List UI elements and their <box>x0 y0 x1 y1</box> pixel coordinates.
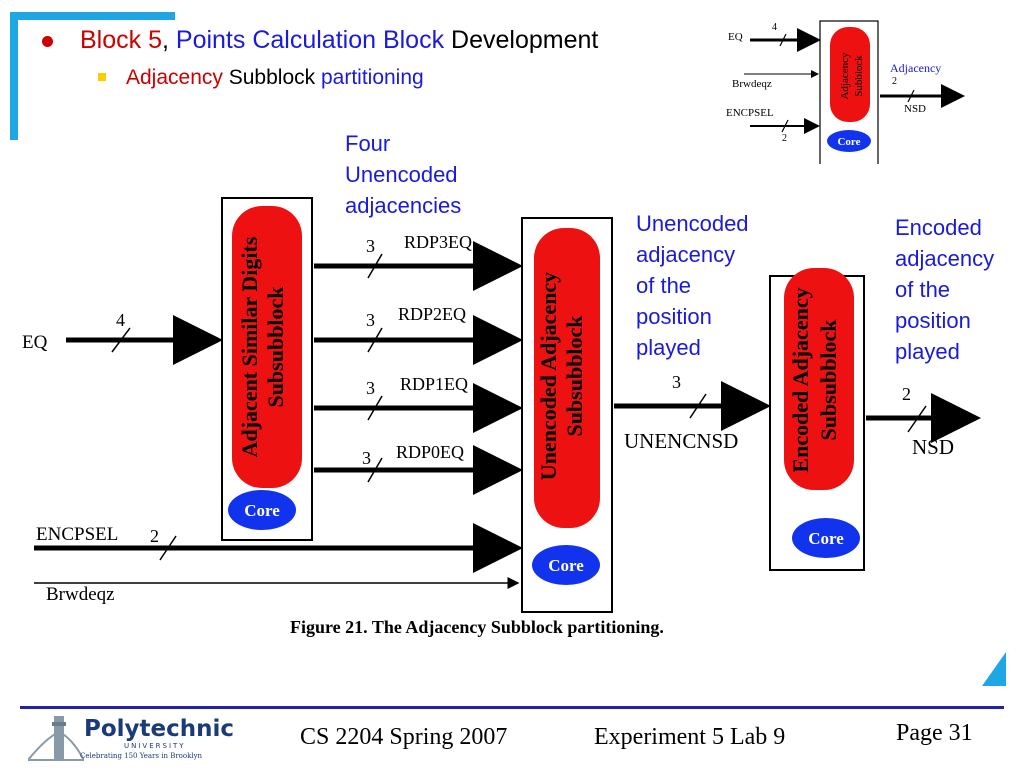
signal-encpsel-width: 2 <box>150 526 159 546</box>
block1-core-label: Core <box>244 501 280 520</box>
heading-sep: , <box>161 26 169 54</box>
signal-rdp1eq-label: RDP1EQ <box>400 374 468 394</box>
mini-nsd-tick <box>907 89 915 103</box>
polytechnic-logo: Polytechnic <box>84 716 235 742</box>
mini-encpsel-width: 2 <box>782 133 787 144</box>
block2-label-line1: Unencoded Adjacency <box>536 272 561 480</box>
mini-nsd-width: 2 <box>892 76 897 87</box>
mini-eq-width: 4 <box>772 22 777 33</box>
mini-encpsel-label: ENCPSEL <box>726 107 774 119</box>
signal-nsd-width: 2 <box>902 384 911 404</box>
mini-box-label-2: Subblock <box>853 55 865 97</box>
signal-rdp2eq-tick <box>367 327 383 353</box>
signal-nsd-label: NSD <box>912 435 954 459</box>
sub-bullet-square <box>98 73 106 81</box>
signal-unencnsd-label: UNENCNSD <box>624 429 738 453</box>
block3-red-pill <box>784 268 854 490</box>
mini-nsd-label: NSD <box>904 103 926 115</box>
signal-rdp0eq-label: RDP0EQ <box>396 442 464 462</box>
signal-rdp1eq-tick <box>367 395 383 421</box>
signal-rdp1eq-width: 3 <box>366 378 375 398</box>
block1-core-ellipse <box>228 490 296 530</box>
mini-red-pill <box>830 27 870 122</box>
slide-heading: Block 5, Points Calculation Block Develo… <box>80 26 598 55</box>
mini-core-ellipse <box>827 130 871 152</box>
block1-label-line2: Subsubblock <box>263 286 288 408</box>
subheading-part-1: Adjacency <box>126 66 223 89</box>
bullet-dot <box>42 36 53 47</box>
signal-eq-tick <box>111 327 131 353</box>
block3-label-line2: Subsubblock <box>816 319 841 441</box>
polytechnic-tagline: Celebrating 150 Years in Brooklyn <box>80 752 203 760</box>
signal-encpsel-tick <box>159 535 177 561</box>
mini-encpsel-tick <box>781 119 789 133</box>
signal-rdp3eq-width: 3 <box>366 236 375 256</box>
subheading-part-3: partitioning <box>320 66 424 89</box>
footer-divider <box>20 706 1004 709</box>
corner-accent-vertical <box>10 12 18 140</box>
note-unencoded-adjacency: Unencoded adjacency of the position play… <box>636 211 749 360</box>
block2-red-pill <box>534 228 600 528</box>
signal-rdp3eq-tick <box>367 253 383 279</box>
signal-eq-width: 4 <box>116 310 125 330</box>
mini-eq-label: EQ <box>728 31 743 43</box>
footer-course: CS 2204 Spring 2007 <box>300 724 508 750</box>
mini-core-label: Core <box>837 136 860 148</box>
bridge-logo-icon <box>28 716 84 761</box>
signal-encpsel-label: ENCPSEL <box>36 524 118 545</box>
block3-core-ellipse <box>792 518 860 558</box>
block1-label-line1: Adjacent Similar Digits <box>237 236 262 457</box>
signal-rdp2eq-label: RDP2EQ <box>398 304 466 324</box>
block2-label-line2: Subsubblock <box>562 315 587 437</box>
block3-label-line1: Encoded Adjacency <box>788 287 813 472</box>
footer-page-number: Page 31 <box>896 720 973 746</box>
block1-red-pill <box>232 206 302 488</box>
signal-eq-label: EQ <box>22 332 48 353</box>
polytechnic-logo-sub: UNIVERSITY <box>124 742 186 750</box>
note-encoded-adjacency: Encoded adjacency of the position played <box>895 215 995 364</box>
signal-unencnsd-width: 3 <box>672 372 681 392</box>
mini-box-label-line1: Adjacency <box>839 52 851 100</box>
signal-nsd-tick <box>907 405 927 433</box>
mini-nsd-caption: Adjacency <box>890 61 941 75</box>
mini-adjacency-diagram: Adjacency Subblock Core EQ 4 Brwdeqz ENC… <box>726 20 965 164</box>
heading-part-3: Development <box>451 26 599 54</box>
block3-core-label: Core <box>808 529 844 548</box>
corner-triangle <box>982 652 1006 686</box>
heading-part-2: Points Calculation Block <box>175 26 445 54</box>
figure-caption: Figure 21. The Adjacency Subblock partit… <box>290 617 664 637</box>
block2-core-ellipse <box>532 545 600 585</box>
adjacency-block-diagram: Adjacent Similar Digits Subsubblock Core… <box>22 197 981 637</box>
signal-rdp3eq-label: RDP3EQ <box>404 232 472 252</box>
signal-rdp0eq-tick <box>367 457 383 483</box>
mini-eq-tick <box>779 33 787 47</box>
note-four-unencoded: Four Unencoded adjacencies <box>345 131 462 218</box>
footer-experiment: Experiment 5 Lab 9 <box>594 724 786 750</box>
subheading-part-2: Subblock <box>228 66 316 89</box>
corner-accent-horizontal <box>10 12 175 20</box>
signal-brwdeqz-label: Brwdeqz <box>46 584 115 605</box>
signal-rdp2eq-width: 3 <box>366 310 375 330</box>
mini-box-label-line2: Subblock <box>853 55 865 97</box>
signal-unencnsd-tick <box>689 393 707 419</box>
block2-core-label: Core <box>548 556 584 575</box>
mini-brwdeqz-label: Brwdeqz <box>732 78 772 90</box>
slide-subheading: Adjacency Subblock partitioning <box>126 66 424 90</box>
signal-rdp0eq-width: 3 <box>362 448 371 468</box>
heading-part-1: Block 5 <box>80 26 162 54</box>
mini-box-label-1: Adjacency <box>839 52 851 100</box>
